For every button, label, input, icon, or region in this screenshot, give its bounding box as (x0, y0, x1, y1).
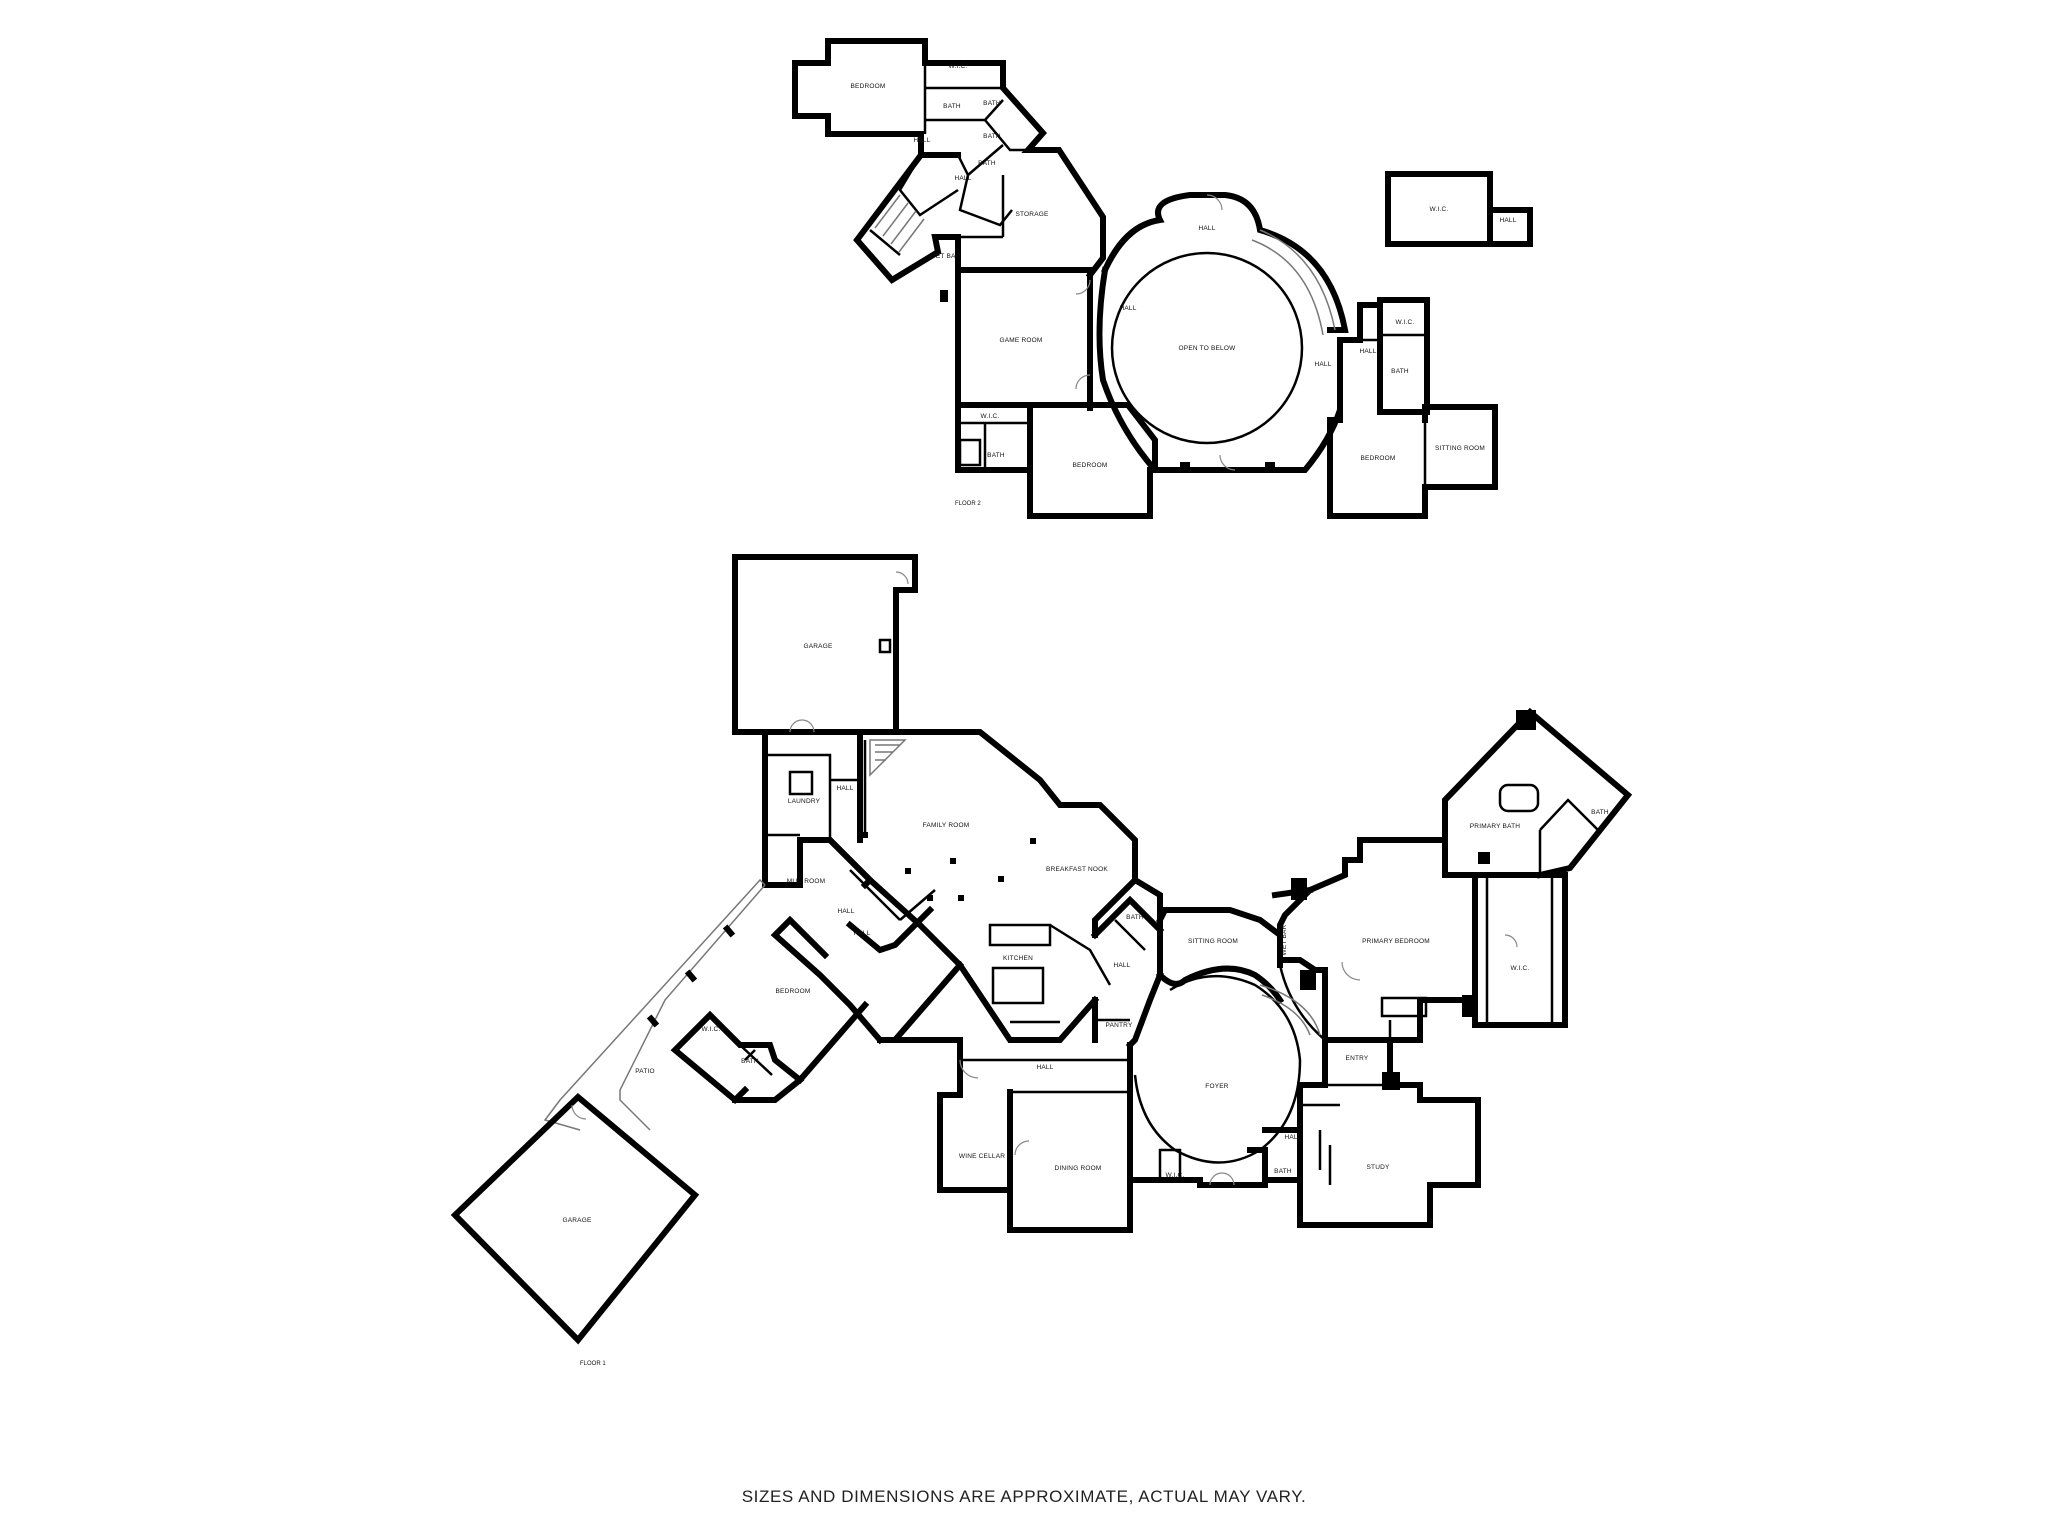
label-hall-detached: HALL (1499, 217, 1516, 224)
label-foyer: FOYER (1205, 1083, 1228, 1090)
label-bath-1: BATH (943, 103, 961, 110)
label-game-room: GAME ROOM (1000, 337, 1043, 344)
label-bedroom-s: BEDROOM (1073, 462, 1108, 469)
label-patio: PATIO (635, 1068, 655, 1075)
floor-1-plan: GARAGE LAUNDRY HALL MUD ROOM HALL HALL F… (450, 554, 1633, 1367)
label-hall-k: HALL (1113, 962, 1130, 969)
label-primary-bedroom: PRIMARY BEDROOM (1362, 938, 1430, 945)
floor-1-label: FLOOR 1 (580, 1361, 606, 1367)
label-primary-bath: PRIMARY BATH (1470, 823, 1521, 830)
label-entry: ENTRY (1346, 1055, 1369, 1062)
label-hall-small: HALL (1359, 348, 1376, 355)
label-bath-k: BATH (1126, 914, 1144, 921)
label-wic-nw: W.I.C. (949, 63, 968, 70)
label-hall-right: HALL (1314, 361, 1331, 368)
label-wic-game: W.I.C. (981, 413, 1000, 420)
label-bedroom-e: BEDROOM (1361, 455, 1396, 462)
label-hall-top: HALL (1198, 225, 1215, 232)
label-wic-w: W.I.C. (702, 1026, 721, 1033)
label-bath-w: BATH (741, 1058, 759, 1065)
label-study: STUDY (1366, 1164, 1389, 1171)
label-hall-dining: HALL (1036, 1064, 1053, 1071)
label-wic-detached: W.I.C. (1430, 206, 1449, 213)
label-mud-room: MUD ROOM (787, 878, 825, 885)
label-bath-e: BATH (1391, 368, 1409, 375)
label-bath-4: BATH (978, 160, 996, 167)
label-bath-foyer: BATH (1274, 1168, 1292, 1175)
label-bedroom-nw: BEDROOM (851, 83, 886, 90)
floor-2-plan: BEDROOM W.I.C. BATH BATH BATH BATH HALL … (792, 38, 1533, 519)
floor-2-label: FLOOR 2 (955, 501, 981, 507)
label-wic-e: W.I.C. (1396, 319, 1415, 326)
label-hall-b: HALL (853, 930, 870, 937)
label-sitting-room-f2: SITTING ROOM (1435, 445, 1485, 452)
label-wet-bar-f2: WET BAR (930, 253, 961, 260)
label-breakfast-nook: BREAKFAST NOOK (1046, 866, 1108, 873)
label-bath-2: BATH (983, 100, 1001, 107)
label-pantry: PANTRY (1106, 1022, 1133, 1029)
label-wic-primary: W.I.C. (1511, 965, 1530, 972)
label-hall-foyer: HALL (1284, 1134, 1301, 1141)
label-dining-room: DINING ROOM (1055, 1165, 1102, 1172)
label-wic-foyer: W.I.C. (1166, 1172, 1185, 1179)
label-hall-1: HALL (913, 137, 930, 144)
label-wet-bar-f1: WET BAR (1281, 924, 1288, 955)
label-bath-3: BATH (983, 133, 1001, 140)
label-laundry: LAUNDRY (788, 798, 821, 805)
label-garage-bottom: GARAGE (562, 1217, 591, 1224)
label-hall-2: HALL (954, 175, 971, 182)
label-sitting-room-f1: SITTING ROOM (1188, 938, 1238, 945)
label-bath-primary2: BATH (1591, 809, 1609, 816)
label-bath-game: BATH (987, 452, 1005, 459)
label-hall-a: HALL (837, 908, 854, 915)
label-hall-left: HALL (1119, 305, 1136, 312)
disclaimer-text: SIZES AND DIMENSIONS ARE APPROXIMATE, AC… (741, 1487, 1307, 1506)
label-bedroom-w: BEDROOM (776, 988, 811, 995)
label-kitchen: KITCHEN (1003, 955, 1033, 962)
label-wine-cellar: WINE CELLAR (959, 1153, 1005, 1160)
label-family-room: FAMILY ROOM (923, 822, 970, 829)
label-open-to-below: OPEN TO BELOW (1179, 345, 1237, 352)
label-storage: STORAGE (1015, 211, 1049, 218)
label-garage-top: GARAGE (803, 643, 832, 650)
label-hall-laundry: HALL (836, 785, 853, 792)
